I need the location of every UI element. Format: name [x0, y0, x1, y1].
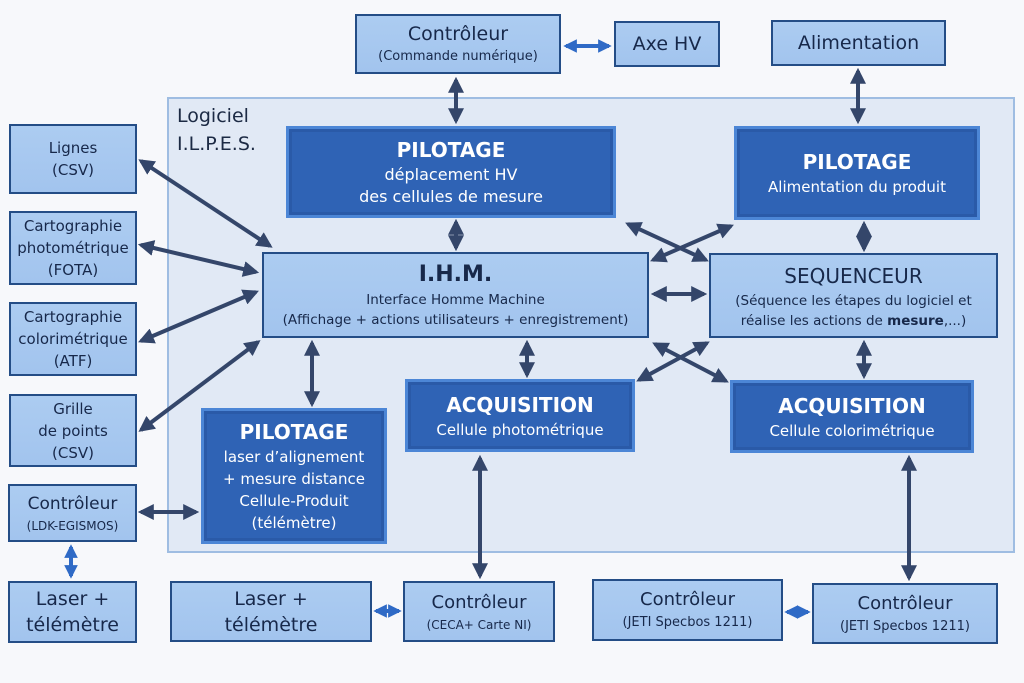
box-title: PILOTAGE	[802, 150, 912, 174]
arrow-sequenceur-acq-photo	[636, 341, 710, 382]
controleur-jeti-2-box[interactable]: Contrôleur (JETI Specbos 1211)	[812, 583, 998, 644]
box-title: Alimentation	[797, 32, 920, 54]
acquisition-photometrique-box[interactable]: ACQUISITION Cellule photométrique	[405, 379, 635, 452]
box-line: Lignes	[48, 139, 98, 157]
box-title: Contrôleur	[431, 591, 527, 613]
box-subtitle: (CECA+ Carte NI)	[426, 617, 532, 632]
controleur-commande-numerique-box[interactable]: Contrôleur (Commande numérique)	[355, 14, 561, 74]
lignes-csv-box[interactable]: Lignes (CSV)	[9, 124, 137, 194]
box-line: (Séquence les étapes du logiciel et	[735, 292, 972, 309]
grille-points-box[interactable]: Grille de points (CSV)	[9, 394, 137, 467]
controleur-ldk-egismos-box[interactable]: Contrôleur (LDK-EGISMOS)	[8, 484, 137, 542]
arrow-ihm-acq-colo	[652, 342, 729, 383]
arrow-grille-ihm	[138, 340, 261, 432]
box-line: des cellules de mesure	[359, 187, 543, 206]
box-title: ACQUISITION	[446, 392, 594, 417]
box-subtitle: (JETI Specbos 1211)	[622, 615, 753, 630]
box-line: de points	[38, 421, 108, 440]
pilotage-laser-box[interactable]: PILOTAGE laser d’alignement + mesure dis…	[201, 408, 387, 544]
box-line: Cellule-Produit	[239, 492, 349, 510]
cartographie-colorimetrique-box[interactable]: Cartographie colorimétrique (ATF)	[9, 302, 137, 376]
box-subtitle: (JETI Specbos 1211)	[840, 618, 970, 634]
sequenceur-box[interactable]: SEQUENCEUR (Séquence les étapes du logic…	[709, 253, 998, 338]
box-subtitle: (LDK-EGISMOS)	[26, 519, 119, 533]
arrow-carto-colo-ihm	[138, 289, 259, 344]
box-line: réalise les actions de mesure,...)	[741, 311, 967, 331]
arrow-lignes-ihm	[138, 159, 273, 248]
acquisition-colorimetrique-box[interactable]: ACQUISITION Cellule colorimétrique	[730, 380, 974, 453]
box-title: PILOTAGE	[396, 138, 506, 162]
box-line: colorimétrique	[18, 330, 128, 348]
box-line: déplacement HV	[384, 165, 518, 184]
text-part: ,...)	[943, 312, 967, 329]
box-line: (CSV)	[52, 161, 94, 179]
box-line: Cartographie	[23, 308, 123, 326]
box-line: (Affichage + actions utilisateurs + enre…	[282, 312, 629, 328]
box-title: Contrôleur	[27, 494, 118, 514]
box-line: Cellule colorimétrique	[769, 421, 935, 440]
box-line: (ATF)	[53, 352, 93, 370]
box-title: Contrôleur	[857, 592, 953, 614]
box-line: Grille	[53, 399, 93, 418]
controleur-jeti-1-box[interactable]: Contrôleur (JETI Specbos 1211)	[592, 579, 783, 641]
box-subtitle: (Commande numérique)	[378, 49, 538, 64]
cartographie-photometrique-box[interactable]: Cartographie photométrique (FOTA)	[9, 211, 137, 285]
box-line: télémètre	[224, 613, 318, 636]
pilotage-deplacement-hv-box[interactable]: PILOTAGE déplacement HV des cellules de …	[286, 126, 616, 218]
controleur-ceca-box[interactable]: Contrôleur (CECA+ Carte NI)	[403, 581, 555, 642]
box-title: Contrôleur	[640, 589, 735, 610]
box-line: (télémètre)	[251, 514, 337, 532]
text-part: réalise les actions de	[740, 312, 888, 329]
box-title: ACQUISITION	[778, 393, 926, 418]
arrow-carto-photo-ihm	[137, 240, 260, 277]
box-title: Axe HV	[632, 33, 702, 55]
box-line: Alimentation du produit	[768, 178, 946, 196]
box-line: Laser +	[234, 587, 308, 610]
ihm-box[interactable]: I.H.M. Interface Homme Machine (Affichag…	[262, 252, 649, 338]
box-line: laser d’alignement	[223, 448, 365, 466]
box-title: I.H.M.	[418, 262, 493, 287]
box-line: Laser +	[35, 588, 110, 610]
box-line: Interface Homme Machine	[366, 292, 545, 308]
box-line: + mesure distance	[223, 470, 365, 488]
axe-hv-box[interactable]: Axe HV	[614, 21, 720, 67]
software-label: Logiciel I.L.P.E.S.	[177, 105, 256, 155]
laser-telemetre-left-box[interactable]: Laser + télémètre	[8, 581, 137, 643]
box-line: Cartographie	[23, 217, 123, 235]
box-title: SEQUENCEUR	[784, 263, 923, 288]
box-title: Contrôleur	[407, 23, 509, 45]
arrow-ihm-pilotage-alim	[650, 223, 734, 263]
pilotage-alimentation-produit-box[interactable]: PILOTAGE Alimentation du produit	[734, 126, 980, 220]
box-line: photométrique	[17, 239, 129, 257]
box-line: (FOTA)	[47, 261, 99, 279]
alimentation-box[interactable]: Alimentation	[771, 20, 946, 66]
box-line: (CSV)	[52, 443, 94, 462]
laser-telemetre-center-box[interactable]: Laser + télémètre	[170, 581, 372, 642]
box-line: Cellule photométrique	[436, 420, 604, 439]
text-bold: mesure	[887, 312, 944, 329]
box-line: télémètre	[26, 614, 119, 636]
